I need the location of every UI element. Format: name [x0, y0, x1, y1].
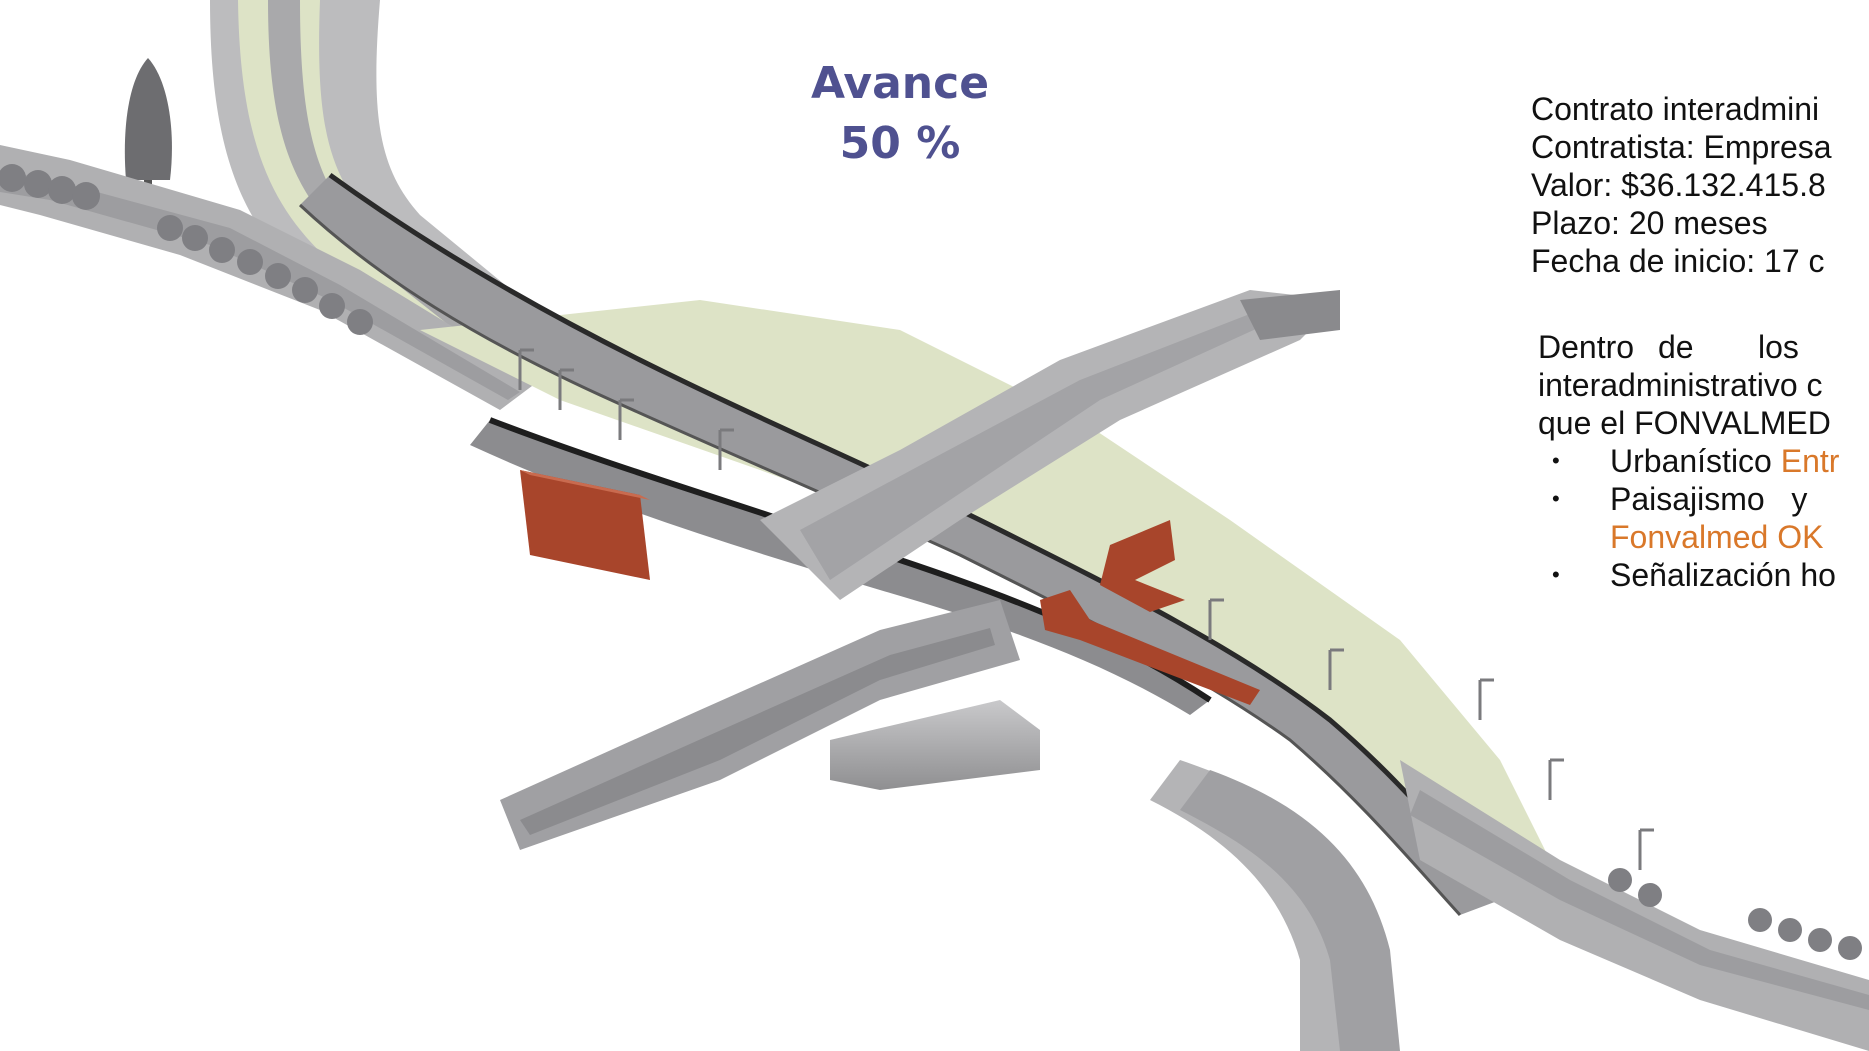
flyover-bridge [298, 172, 1502, 917]
tree-row-east [1608, 868, 1862, 960]
start-date-line: Fecha de inicio: 17 c [1531, 243, 1825, 279]
tree-row-west [0, 164, 373, 335]
list-item-urbanistico: • Urbanístico Entr [1538, 442, 1869, 480]
bullet-icon: • [1552, 486, 1560, 511]
item-status: Entr [1780, 443, 1840, 479]
progress-indicator: Avance 50 % [720, 54, 1080, 174]
item-label: Urbanístico [1610, 443, 1772, 479]
street-lamps [518, 348, 1654, 870]
item-label: Señalización ho [1610, 557, 1836, 593]
building-right [1040, 520, 1260, 705]
contractor-line: Contratista: Empresa [1531, 129, 1832, 165]
value-line: Valor: $36.132.415.8 [1531, 167, 1826, 203]
intro-word: Dentro [1538, 329, 1635, 365]
list-item-senalizacion: • Señalización ho [1538, 556, 1869, 594]
green-median [420, 300, 1560, 900]
intro-line-2: interadministrativo c [1538, 367, 1823, 403]
progress-value: 50 % [839, 118, 961, 169]
intro-line-3: que el FONVALMED [1538, 405, 1831, 441]
building-left [520, 470, 650, 580]
east-road [1400, 760, 1869, 1051]
intro-word: de [1658, 329, 1694, 365]
contract-line: Contrato interadmini [1531, 91, 1820, 127]
south-road [1150, 760, 1400, 1051]
northeast-road [760, 290, 1340, 600]
term-line: Plazo: 20 meses [1531, 205, 1768, 241]
item-label: Paisajismo y [1610, 481, 1808, 517]
contract-details: Contrato interadmini Contratista: Empres… [1531, 90, 1869, 280]
item-status: Fonvalmed OK [1610, 519, 1824, 555]
bullet-icon: • [1552, 448, 1560, 473]
components-section: Dentro de los interadministrativo c que el… [1538, 328, 1869, 594]
southwest-road [500, 600, 1020, 850]
list-item-paisajismo: • Paisajismo y Fonvalmed OK [1538, 480, 1869, 556]
retaining-wall [830, 700, 1040, 790]
bullet-icon: • [1552, 562, 1560, 587]
intro-line-1: Dentro de los [1538, 328, 1869, 366]
components-list: • Urbanístico Entr • Paisajismo y Fonval… [1538, 442, 1869, 594]
progress-label: Avance [810, 58, 990, 109]
intro-word: los [1758, 329, 1799, 365]
